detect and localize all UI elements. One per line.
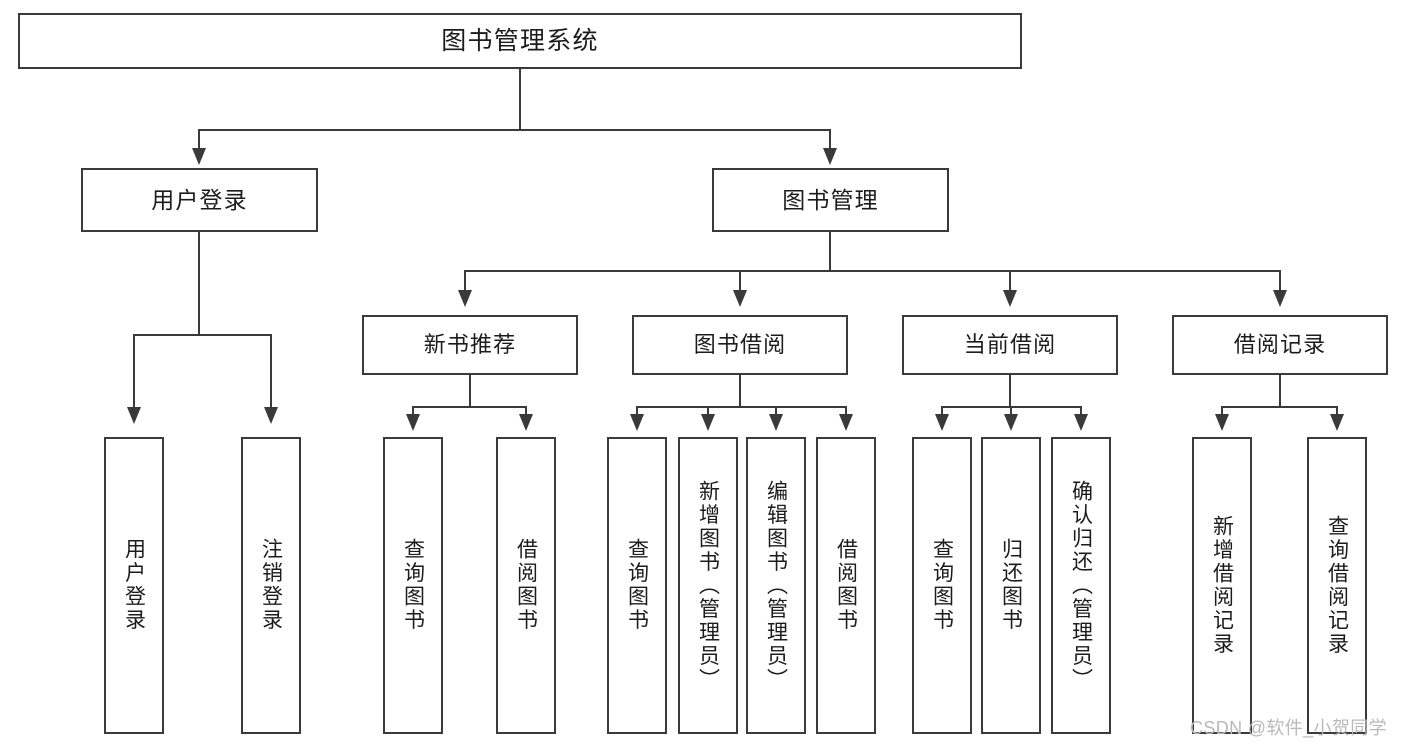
connector-drop-nbr-leaf-1 [525,406,527,416]
arrow-l3-1 [733,290,747,307]
connector-drop-l3-2 [1009,270,1011,293]
node-root-system[interactable]: 图书管理系统 [18,13,1022,69]
arrow-user-login [192,148,206,165]
leaf-book-borrow-edit[interactable]: 编辑图书（管理员） [746,437,806,734]
leaf-borrow-record-add[interactable]: 新增借阅记录 [1192,437,1252,734]
connector-drop-l3-0 [464,270,466,293]
node-user-login[interactable]: 用户登录 [81,168,318,232]
connector-cb-stem [1009,375,1011,407]
connector-drop-bb-leaf-1 [707,406,709,416]
node-book-management[interactable]: 图书管理 [712,168,949,232]
node-label: 借阅记录 [1233,332,1327,358]
node-book-borrow[interactable]: 图书借阅 [632,315,848,375]
node-label: 用户登录 [151,186,248,213]
connector-drop-l3-3 [1279,270,1281,293]
arrow-l3-3 [1273,290,1287,307]
node-label: 新增借阅记录 [1210,514,1234,657]
arrow-cb-leaf-2 [1074,414,1088,431]
connector-drop-nbr-leaf-0 [412,406,414,416]
node-label: 归还图书 [999,538,1023,633]
node-label: 查询图书 [401,538,425,633]
connector-user-login-bus [134,334,271,336]
connector-book-manage-stem [829,232,831,272]
leaf-book-borrow-query[interactable]: 查询图书 [607,437,667,734]
connector-drop-cb-leaf-1 [1010,406,1012,416]
connector-level3-bus [465,270,1281,272]
connector-bb-stem [739,375,741,407]
leaf-new-book-borrow[interactable]: 借阅图书 [496,437,556,734]
connector-bb-bus [637,406,846,408]
node-label: 当前借阅 [963,332,1057,358]
node-label: 借阅图书 [834,538,858,633]
connector-drop-cb-leaf-0 [941,406,943,416]
leaf-current-borrow-return[interactable]: 归还图书 [981,437,1041,734]
arrow-bb-leaf-2 [769,414,783,431]
node-label: 图书借阅 [693,332,787,358]
arrow-br-leaf-0 [1215,414,1229,431]
connector-drop-ul-leaf-0 [133,334,135,410]
connector-user-login-stem [198,232,200,335]
connector-br-bus [1222,406,1337,408]
arrow-l3-0 [458,290,472,307]
connector-nbr-bus [413,406,526,408]
leaf-current-borrow-confirm[interactable]: 确认归还（管理员） [1051,437,1111,734]
arrow-bb-leaf-0 [630,414,644,431]
connector-br-stem [1279,375,1281,407]
connector-drop-br-leaf-0 [1221,406,1223,416]
connector-drop-bb-leaf-2 [775,406,777,416]
arrow-br-leaf-1 [1330,414,1344,431]
node-label: 新增图书（管理员） [696,479,720,692]
arrow-cb-leaf-0 [935,414,949,431]
node-label: 用户登录 [122,538,146,633]
node-label: 借阅图书 [514,538,538,633]
node-label: 新书推荐 [423,332,517,358]
connector-drop-bb-leaf-3 [845,406,847,416]
leaf-user-login-logout[interactable]: 注销登录 [241,437,301,734]
node-label: 图书管理 [782,186,879,213]
arrow-bb-leaf-1 [701,414,715,431]
connector-nbr-stem [469,375,471,407]
connector-drop-bb-leaf-0 [636,406,638,416]
node-new-book-recommend[interactable]: 新书推荐 [362,315,578,375]
node-current-borrow[interactable]: 当前借阅 [902,315,1118,375]
node-label: 确认归还（管理员） [1069,479,1093,692]
leaf-new-book-query[interactable]: 查询图书 [383,437,443,734]
connector-drop-l3-1 [739,270,741,293]
connector-drop-cb-leaf-2 [1080,406,1082,416]
connector-drop-user-login [198,129,200,151]
arrow-book-manage [823,148,837,165]
leaf-book-borrow-borrow[interactable]: 借阅图书 [816,437,876,734]
connector-level2-bus [199,129,831,131]
leaf-user-login-login[interactable]: 用户登录 [104,437,164,734]
node-label: 查询图书 [930,538,954,633]
arrow-l3-2 [1003,290,1017,307]
node-borrow-record[interactable]: 借阅记录 [1172,315,1388,375]
leaf-current-borrow-query[interactable]: 查询图书 [912,437,972,734]
arrow-ul-leaf-1 [264,407,278,424]
leaf-book-borrow-add[interactable]: 新增图书（管理员） [678,437,738,734]
connector-drop-br-leaf-1 [1336,406,1338,416]
connector-drop-ul-leaf-1 [270,334,272,410]
node-label: 查询借阅记录 [1325,514,1349,657]
arrow-ul-leaf-0 [127,407,141,424]
node-label: 查询图书 [625,538,649,633]
node-label: 注销登录 [259,538,283,633]
connector-drop-book-manage [829,129,831,151]
arrow-nbr-leaf-1 [519,414,533,431]
connector-root-stem [519,69,521,130]
node-label: 编辑图书（管理员） [764,479,788,692]
watermark-text: CSDN @软件_小贺同学 [1190,718,1387,738]
arrow-nbr-leaf-0 [406,414,420,431]
node-label: 图书管理系统 [441,26,599,55]
leaf-borrow-record-query[interactable]: 查询借阅记录 [1307,437,1367,734]
arrow-bb-leaf-3 [839,414,853,431]
arrow-cb-leaf-1 [1004,414,1018,431]
